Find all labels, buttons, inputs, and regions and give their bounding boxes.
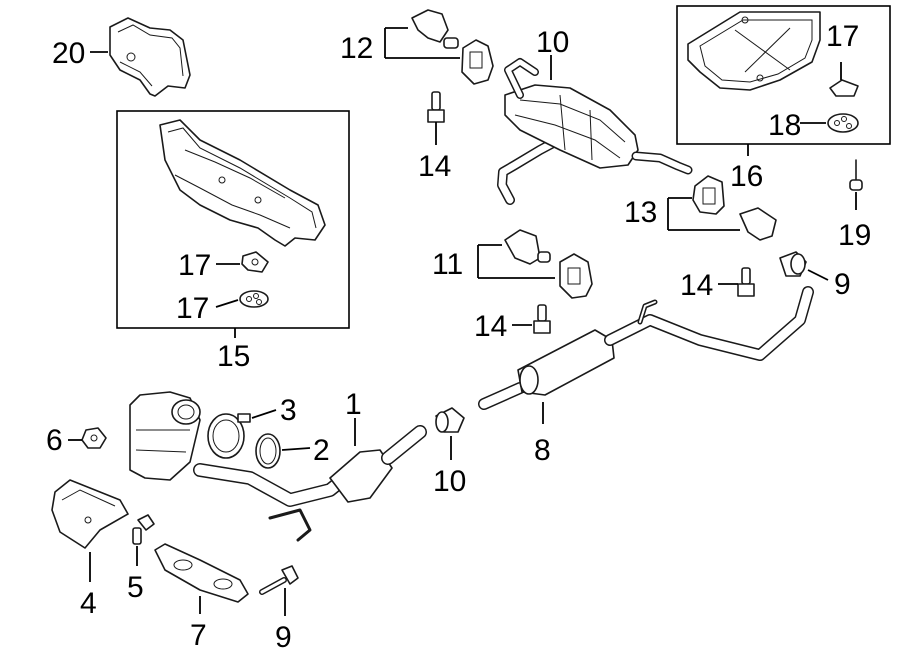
callout-number: 12	[340, 32, 373, 65]
bolt-part-5	[132, 514, 155, 545]
callout-number: 18	[768, 109, 801, 142]
callout-number: 14	[680, 269, 713, 302]
kit-box-16	[676, 5, 891, 145]
callout-number: 4	[80, 587, 97, 620]
bolt-part-8	[259, 565, 299, 595]
heat-shield-part-20	[109, 17, 191, 97]
nut-part-17-a	[241, 251, 269, 273]
hanger-part-13-a	[411, 9, 494, 85]
callout-number: 10	[536, 26, 569, 59]
callout-number: 15	[217, 340, 250, 373]
callout-number: 9	[834, 268, 851, 301]
callout-number: 17	[826, 20, 859, 53]
hanger-part-13-b	[692, 175, 777, 241]
heat-shield-part-15	[159, 119, 326, 247]
callout-number: 13	[624, 196, 657, 229]
clamp-sleeve-part-10-b	[435, 407, 465, 433]
stud-part-14-a	[427, 91, 445, 123]
callout-number: 5	[127, 571, 144, 604]
callout-number: 17	[178, 249, 211, 282]
callout-number: 19	[838, 219, 871, 252]
pin-part-19	[849, 159, 863, 191]
kit-box-15	[116, 110, 350, 329]
heat-shield-part-16	[687, 11, 821, 91]
seal-ring-part-2	[255, 433, 281, 469]
stud-part-14-c	[737, 267, 755, 297]
callout-number: 17	[176, 292, 209, 325]
callout-leaders	[68, 27, 857, 616]
support-bracket-part-7	[154, 543, 249, 603]
callout-number: 14	[474, 310, 507, 343]
callout-number: 8	[534, 434, 551, 467]
callout-number: 2	[313, 434, 330, 467]
nut-part-17-b	[829, 79, 859, 97]
callout-number: 10	[433, 465, 466, 498]
callout-number: 7	[190, 619, 207, 652]
clamp-sleeve-part-10-a	[779, 251, 807, 277]
grommet-part-18-a	[239, 290, 269, 308]
rear-muffler-part-11	[497, 58, 693, 205]
callout-number: 16	[730, 160, 763, 193]
clamp-part-3	[207, 413, 251, 459]
callout-number: 20	[52, 37, 85, 70]
callout-number: 9	[275, 621, 292, 654]
catalytic-converter-part-1	[129, 391, 427, 542]
callout-number: 3	[280, 394, 297, 427]
bracket-part-4	[51, 479, 129, 549]
center-muffler-pipe-part-9	[478, 286, 814, 410]
hanger-part-12	[504, 229, 593, 299]
callout-number: 11	[432, 248, 463, 281]
stud-part-14-b	[533, 304, 551, 334]
callout-number: 14	[418, 150, 451, 183]
nut-part-6	[81, 427, 107, 449]
callout-number: 6	[46, 424, 63, 457]
callout-number: 1	[345, 388, 362, 421]
